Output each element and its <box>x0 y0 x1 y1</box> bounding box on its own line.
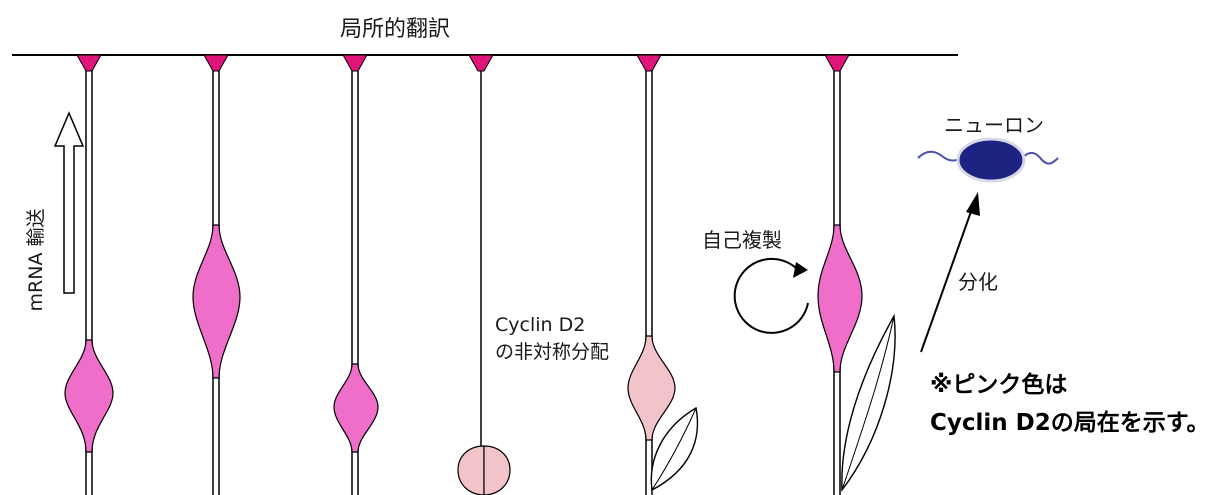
cell-body-cyclin <box>817 224 863 373</box>
radial-glia-cell-1 <box>64 54 114 495</box>
hollow-up-arrow-icon <box>53 111 85 294</box>
legend-note-line1: ※ピンク色は <box>930 371 1067 398</box>
cyclin-label-line2: の非対称分配 <box>495 341 609 363</box>
cell-body-light <box>627 335 676 441</box>
radial-glia-cell-6 <box>817 54 896 495</box>
endfoot <box>636 54 662 72</box>
circular-arrow-icon <box>733 257 809 334</box>
legend-note-line2: Cyclin D2の局在を示す。 <box>930 409 1207 436</box>
leaf-midrib <box>841 315 895 491</box>
local-translation-label: 局所的翻訳 <box>340 17 450 42</box>
cell-body-cyclin <box>64 339 114 453</box>
endfoot <box>342 54 368 72</box>
radial-glia-cell-2 <box>192 54 241 495</box>
neuron-label: ニューロン <box>944 113 1044 137</box>
radial-glia-cell-4-dividing <box>457 54 511 495</box>
cell-body-cyclin <box>333 363 379 453</box>
endfoot <box>824 54 850 72</box>
endfoot <box>468 54 494 72</box>
radial-glia-cell-5 <box>627 54 699 495</box>
daughter-cell-left <box>457 445 485 495</box>
endfoot <box>76 54 102 72</box>
cyclin-label-line1: Cyclin D2 <box>495 314 585 336</box>
radial-glia-cell-3 <box>333 54 379 495</box>
differentiation-label: 分化 <box>958 270 998 294</box>
daughter-cell-right <box>483 445 511 495</box>
cell-body-cyclin <box>192 224 241 379</box>
neuron-icon <box>917 137 1059 183</box>
self-renewal-label: 自己複製 <box>702 228 782 252</box>
leaf-midrib <box>651 407 697 491</box>
leaf-daughter-cell <box>841 313 896 492</box>
differentiation-arrow <box>920 192 980 353</box>
mrna-transport-label: mRNA 輸送 <box>25 209 47 312</box>
endfoot <box>203 54 229 72</box>
